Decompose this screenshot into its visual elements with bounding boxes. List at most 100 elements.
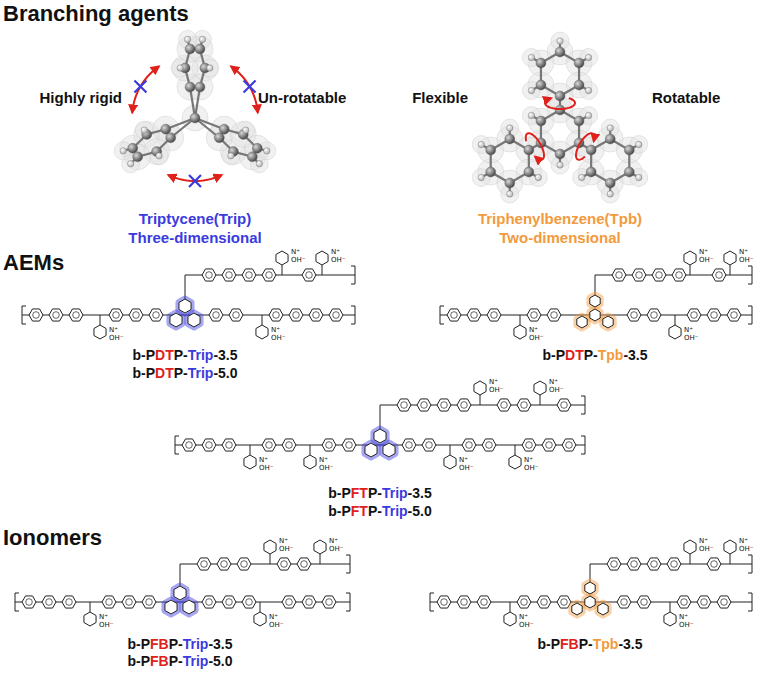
benzene-ring [29,309,43,321]
name-part: - [337,485,342,501]
benzene-ring [322,439,336,451]
benzene-ring [289,309,303,321]
molecule-dimension: Two-dimensional [499,229,620,247]
aromatic-circle [206,272,213,279]
aromatic-circle [461,402,468,409]
aromatic-circle [616,272,623,279]
atom [195,82,205,92]
core-ring [598,603,608,615]
benzene-ring [102,596,116,608]
molecule-dimension: Three-dimensional [128,229,261,247]
piperidinium-ring [684,540,696,554]
benzene-ring [342,439,356,451]
core-glow [603,316,613,328]
name-part: - [408,485,413,501]
aromatic-circle [421,402,428,409]
name-part: - [178,653,183,669]
name-part: - [588,636,593,652]
benzene-ring [142,596,156,608]
aromatic-circle [691,312,698,319]
section-heading: Branching agents [3,1,189,27]
name-part: - [136,653,141,669]
core-glow [585,582,595,594]
atom [585,112,591,118]
benzene-ring [517,399,531,411]
benzene-ring [537,596,551,608]
cation-label: N⁺ [259,456,268,464]
polymer-structure [430,540,752,626]
anion-label: OH⁻ [271,334,285,342]
benzene-ring [237,558,251,570]
aromatic-circle [631,561,638,568]
name-part: P [368,503,377,519]
core-ring [572,603,582,615]
atom [219,124,229,134]
name-part: Trip [183,636,209,652]
atom [141,127,147,133]
aromatic-circle [651,312,658,319]
core-glow [577,316,587,328]
bond [262,315,263,325]
core-ring [585,596,595,608]
anion-label: OH⁻ [279,545,293,553]
core-glow [174,586,186,600]
cation-label: N⁺ [291,248,300,256]
anion-label: OH⁻ [549,386,563,394]
benzene-ring [242,596,256,608]
name-part: 3.5 [628,347,647,363]
name-part: Tpb [598,347,624,363]
benzene-ring [302,596,316,608]
cation-label: N⁺ [529,326,538,334]
aromatic-circle [66,599,73,606]
rotation-arrow [526,133,544,160]
cation-label: N⁺ [279,537,288,545]
aromatic-circle [461,599,468,606]
aromatic-circle [246,599,253,606]
atom [247,152,257,162]
core-glow [383,443,395,457]
section-heading: AEMs [3,250,64,276]
atom [166,133,176,143]
name-part: P [584,347,593,363]
name-part: - [546,636,551,652]
aromatic-circle [521,402,528,409]
atom [555,91,565,101]
benzene-ring [202,439,216,451]
atom [605,178,615,188]
cation-label: N⁺ [271,326,280,334]
cation-label: N⁺ [679,613,688,621]
benzene-ring [277,558,291,570]
atom [486,167,496,177]
cation-label: N⁺ [319,456,328,464]
name-part: b [127,636,136,652]
name-part: P [174,347,183,363]
aromatic-circle [241,561,248,568]
aromatic-circle [213,312,220,319]
atom [128,143,138,153]
aromatic-circle [451,312,458,319]
piperidinium-ring [314,540,326,554]
atom [624,145,634,155]
core-ring [577,316,587,328]
name-part: Trip [188,347,214,363]
anion-label: OH⁻ [684,334,698,342]
core-ring [365,443,377,457]
aromatic-circle [676,272,683,279]
aromatic-circle [346,442,353,449]
name-part: Tpb [593,636,619,652]
aromatic-circle [441,599,448,606]
polymer-name: b-PFBP-Trip-3.5 [127,636,232,653]
aromatic-circle [286,599,293,606]
name-part: - [593,347,598,363]
name-part: P [141,636,150,652]
bond [480,395,481,405]
atom [264,148,270,154]
aromatic-circle [126,599,133,606]
aromatic-circle [441,402,448,409]
anion-label: OH⁻ [524,464,538,472]
atom [507,125,513,131]
piperidinium-ring [84,612,96,626]
benzene-ring [627,558,641,570]
benzene-ring [477,596,491,608]
